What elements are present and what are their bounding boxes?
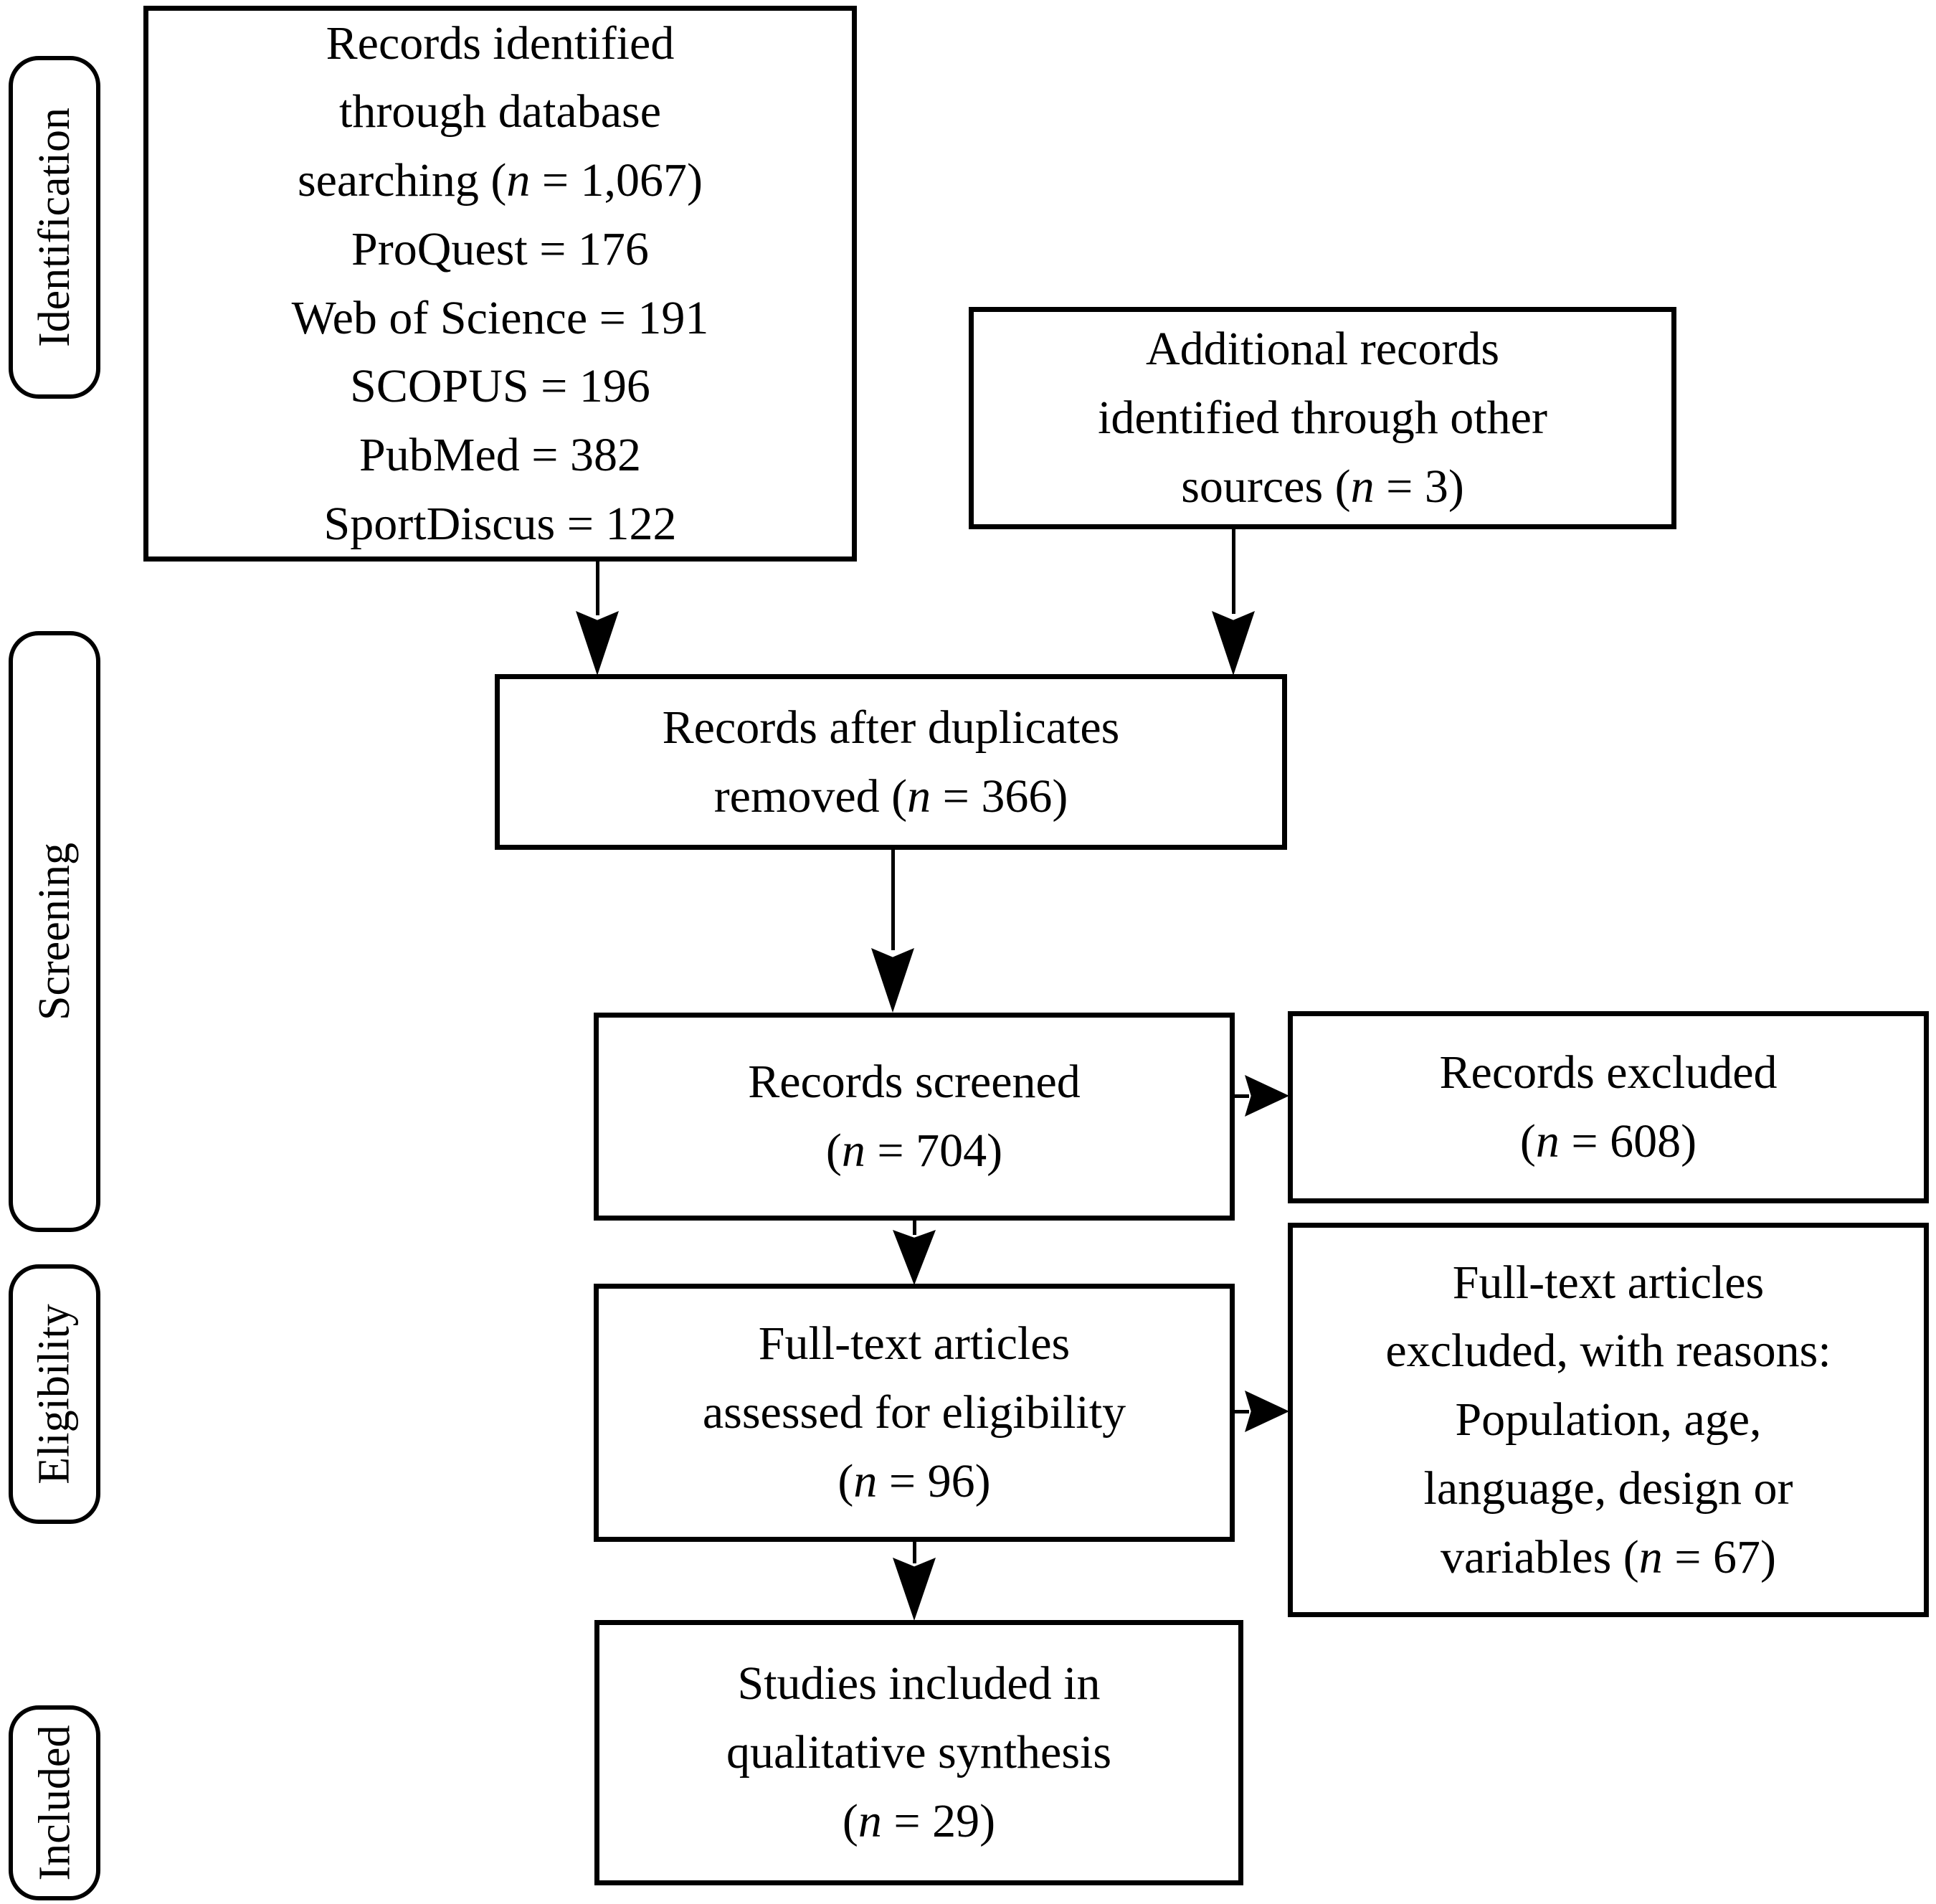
box-records-excluded: Records excluded(n = 608) xyxy=(1288,1011,1929,1203)
stage-label-identification-text: Identification xyxy=(30,108,80,347)
arrow-head xyxy=(871,948,914,1013)
arrow-shaft xyxy=(596,562,599,615)
arrow-shaft xyxy=(1235,1094,1249,1098)
arrow-head xyxy=(893,1230,936,1285)
box-records-screened: Records screened(n = 704) xyxy=(594,1013,1235,1221)
arrow-shaft xyxy=(913,1542,916,1563)
arrow-head xyxy=(576,611,619,676)
stage-label-screening-text: Screening xyxy=(30,843,80,1020)
arrow-head xyxy=(1245,1391,1289,1432)
arrow-shaft xyxy=(913,1221,916,1235)
arrow-shaft xyxy=(1232,528,1235,614)
stage-label-included: Included xyxy=(9,1705,100,1900)
arrow-shaft xyxy=(1235,1410,1249,1413)
arrow-head xyxy=(1212,611,1255,676)
arrow-head xyxy=(1245,1075,1289,1117)
arrow-shaft xyxy=(891,850,895,950)
stage-label-eligibility: Eligibility xyxy=(9,1264,100,1524)
box-records-excluded-text: Records excluded(n = 608) xyxy=(1439,1046,1778,1167)
stage-label-screening: Screening xyxy=(9,631,100,1232)
stage-label-eligibility-text: Eligibility xyxy=(30,1304,80,1484)
arrow-head xyxy=(893,1558,936,1621)
box-records-screened-text: Records screened(n = 704) xyxy=(748,1056,1081,1177)
stage-label-included-text: Included xyxy=(30,1725,80,1881)
stage-label-identification: Identification xyxy=(9,56,100,399)
